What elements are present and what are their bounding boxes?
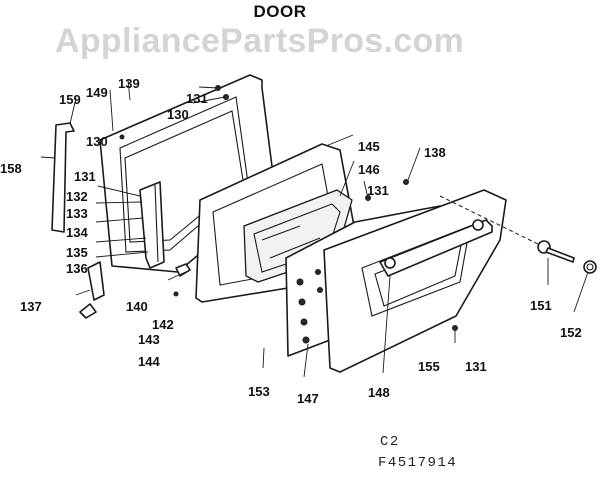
callout-138: 138: [424, 145, 446, 160]
callout-133: 133: [66, 206, 88, 221]
callout-130: 130: [86, 134, 108, 149]
callout-131: 131: [465, 359, 487, 374]
callout-136: 136: [66, 261, 88, 276]
latch-shaft: [545, 247, 575, 263]
callout-143: 143: [138, 332, 160, 347]
callout-142: 142: [152, 317, 174, 332]
callout-155: 155: [418, 359, 440, 374]
latch-bracket: [87, 261, 105, 301]
door-handle: [379, 219, 493, 277]
callout-131: 131: [74, 169, 96, 184]
diagram-code: C2: [380, 434, 400, 450]
callout-158: 158: [0, 161, 22, 176]
callout-137: 137: [20, 299, 42, 314]
callout-131: 131: [186, 91, 208, 106]
callout-148: 148: [368, 385, 390, 400]
callout-145: 145: [358, 139, 380, 154]
callout-131: 131: [367, 183, 389, 198]
callout-151: 151: [530, 298, 552, 313]
door-hinge: [139, 181, 165, 269]
callout-134: 134: [66, 225, 88, 240]
callout-153: 153: [248, 384, 270, 399]
callout-152: 152: [560, 325, 582, 340]
callout-149: 149: [86, 85, 108, 100]
callout-135: 135: [66, 245, 88, 260]
watermark: AppliancePartsPros.com: [55, 22, 465, 60]
door-gasket: [51, 122, 75, 233]
callout-140: 140: [126, 299, 148, 314]
callout-130: 130: [167, 107, 189, 122]
callout-139: 139: [118, 76, 140, 91]
diagram-part-number: F4517914: [378, 455, 458, 471]
callout-147: 147: [297, 391, 319, 406]
callout-132: 132: [66, 189, 88, 204]
diagram-title: DOOR: [253, 2, 307, 21]
callout-159: 159: [59, 92, 81, 107]
knob-cap: [583, 260, 597, 274]
callout-146: 146: [358, 162, 380, 177]
callout-144: 144: [138, 354, 160, 369]
